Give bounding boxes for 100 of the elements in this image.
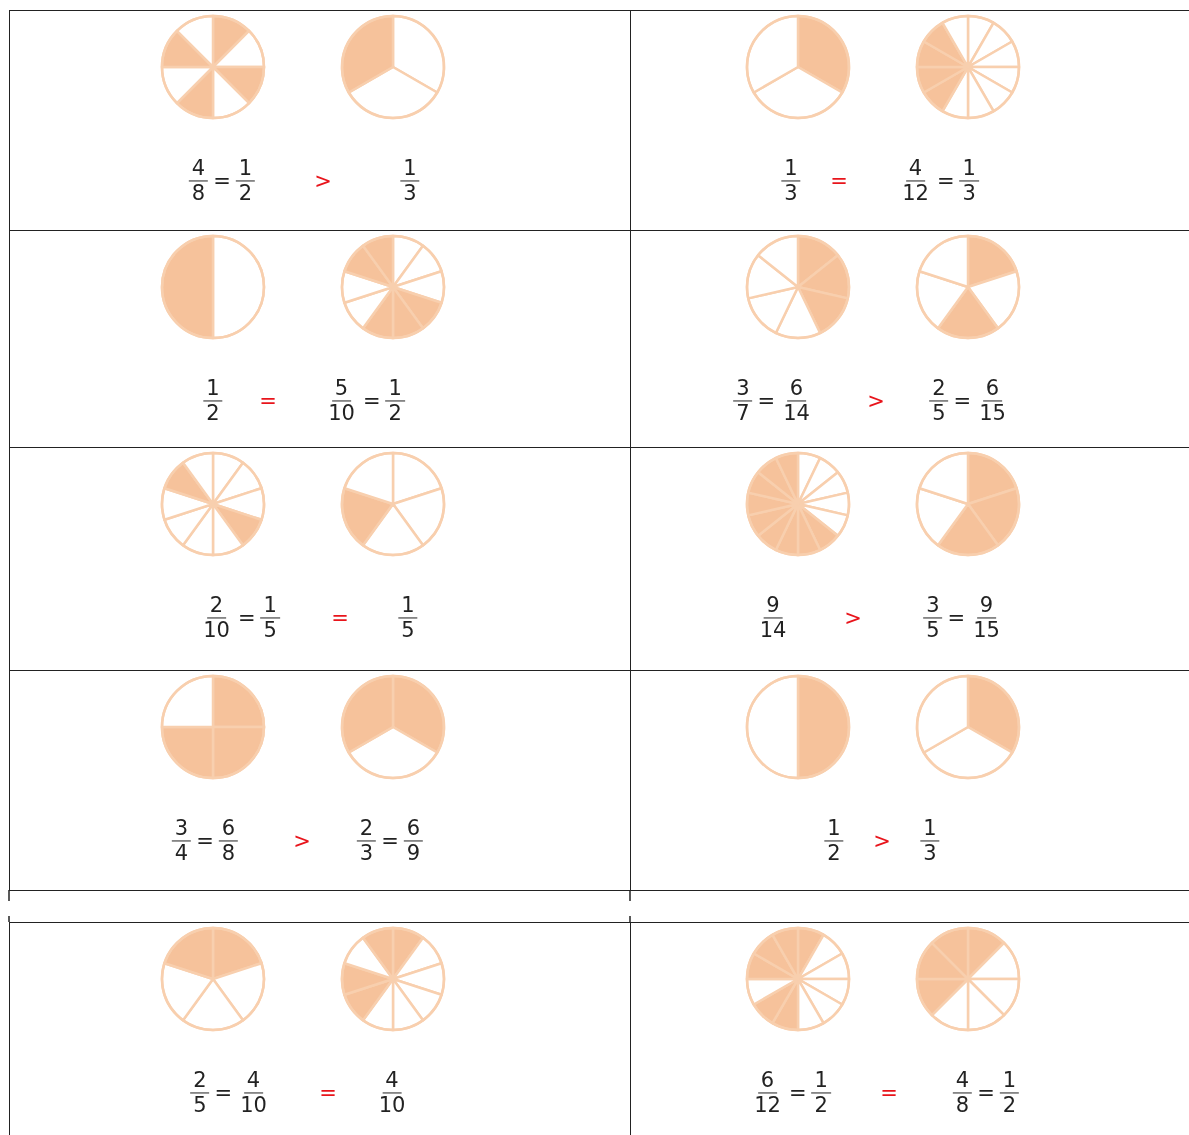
numerator: 1 <box>385 377 405 402</box>
denominator: 10 <box>377 1093 407 1117</box>
denominator: 3 <box>402 181 418 205</box>
fraction-circle <box>338 672 448 782</box>
fraction-circle <box>913 924 1023 1034</box>
numerator: 1 <box>203 377 223 402</box>
comparison-sign: > <box>843 606 863 630</box>
equals-sign: = <box>213 1081 234 1105</box>
numerator: 9 <box>763 594 783 619</box>
fraction-circle <box>338 12 448 122</box>
denominator: 8 <box>190 181 207 205</box>
fraction-circle <box>743 12 853 122</box>
numerator: 1 <box>260 594 280 619</box>
equals-sign: = <box>787 1081 808 1105</box>
denominator: 7 <box>735 401 751 425</box>
fraction-circle <box>743 924 853 1034</box>
denominator: 2 <box>237 181 254 205</box>
denominator: 10 <box>202 618 231 642</box>
table-cell <box>9 670 631 891</box>
equals-sign: = <box>361 389 382 413</box>
numerator: 6 <box>757 1069 778 1094</box>
fraction-circle <box>158 672 268 782</box>
fraction-circle <box>743 672 853 782</box>
numerator: 2 <box>356 817 377 842</box>
equals-sign: = <box>935 169 956 193</box>
comparison-sign: > <box>313 169 333 193</box>
equals-sign: = <box>195 829 215 853</box>
denominator: 3 <box>961 181 977 205</box>
denominator: 9 <box>405 841 422 865</box>
fraction-circle <box>743 449 853 559</box>
denominator: 14 <box>758 618 788 642</box>
numerator: 4 <box>243 1069 264 1094</box>
denominator: 10 <box>239 1093 268 1117</box>
numerator: 4 <box>952 1069 973 1094</box>
denominator: 5 <box>931 401 947 425</box>
table-cell <box>9 10 631 231</box>
numerator: 3 <box>923 594 943 619</box>
equals-sign: = <box>952 389 973 413</box>
numerator: 1 <box>824 817 844 842</box>
numerator: 6 <box>982 377 1003 402</box>
numerator: 9 <box>976 594 997 619</box>
numerator: 1 <box>959 157 979 182</box>
denominator: 4 <box>173 841 190 865</box>
numerator: 1 <box>235 157 256 182</box>
equals-sign: = <box>946 606 967 630</box>
denominator: 14 <box>782 401 811 425</box>
denominator: 15 <box>972 618 1001 642</box>
equals-sign: = <box>976 1081 996 1105</box>
denominator: 8 <box>220 841 237 865</box>
fraction-circle <box>338 449 448 559</box>
numerator: 1 <box>920 817 940 842</box>
denominator: 2 <box>387 401 403 425</box>
numerator: 4 <box>382 1069 402 1094</box>
numerator: 3 <box>733 377 753 402</box>
denominator: 12 <box>901 181 930 205</box>
numerator: 3 <box>171 817 192 842</box>
comparison-sign: = <box>318 1081 338 1105</box>
numerator: 1 <box>999 1069 1020 1094</box>
fraction-circle <box>158 12 268 122</box>
comparison-sign: > <box>292 829 312 853</box>
denominator: 8 <box>954 1093 971 1117</box>
numerator: 1 <box>811 1069 831 1094</box>
comparison-sign: = <box>829 169 849 193</box>
numerator: 6 <box>403 817 424 842</box>
fraction-circle <box>158 232 268 342</box>
denominator: 2 <box>1001 1093 1018 1117</box>
comparison-sign: = <box>258 389 278 413</box>
numerator: 1 <box>400 157 420 182</box>
denominator: 2 <box>813 1093 829 1117</box>
numerator: 5 <box>331 377 352 402</box>
comparison-sign: = <box>879 1081 899 1105</box>
denominator: 3 <box>783 181 799 205</box>
fraction-circle <box>338 232 448 342</box>
equals-sign: = <box>756 389 777 413</box>
numerator: 6 <box>786 377 807 402</box>
denominator: 10 <box>327 401 356 425</box>
equals-sign: = <box>236 606 257 630</box>
numerator: 2 <box>206 594 227 619</box>
comparison-sign: > <box>872 829 892 853</box>
fraction-circle <box>913 449 1023 559</box>
fraction-circle <box>158 449 268 559</box>
denominator: 3 <box>922 841 938 865</box>
equals-sign: = <box>380 829 400 853</box>
numerator: 1 <box>398 594 418 619</box>
fraction-circle <box>338 924 448 1034</box>
denominator: 12 <box>753 1093 782 1117</box>
numerator: 4 <box>905 157 926 182</box>
denominator: 5 <box>262 618 278 642</box>
table-cell <box>9 922 631 1135</box>
comparison-sign: = <box>330 606 350 630</box>
denominator: 3 <box>358 841 375 865</box>
numerator: 4 <box>188 157 209 182</box>
numerator: 6 <box>218 817 239 842</box>
denominator: 5 <box>925 618 941 642</box>
denominator: 2 <box>826 841 842 865</box>
fraction-circle <box>743 232 853 342</box>
denominator: 2 <box>205 401 221 425</box>
fraction-circle <box>913 232 1023 342</box>
fraction-circle <box>913 12 1023 122</box>
numerator: 2 <box>929 377 949 402</box>
